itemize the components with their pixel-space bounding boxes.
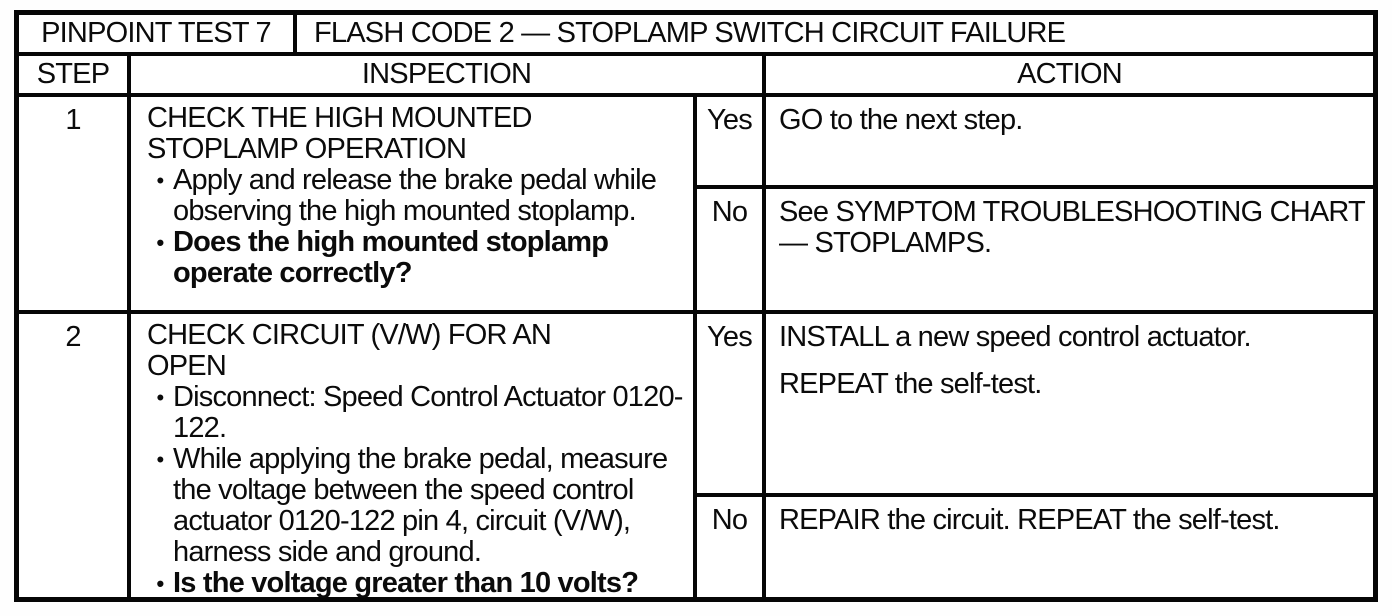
bullet-text: Disconnect: Speed Control Actuator 0120-…: [173, 381, 683, 444]
action-cell: GO to the next step.: [766, 97, 1373, 185]
answer-label: No: [697, 189, 766, 310]
inspection-heading: CHECK THE HIGH MOUNTED STOPLAMP OPERATIO…: [147, 102, 532, 165]
action-text: GO to the next step.: [779, 104, 1023, 136]
result-row-yes: Yes INSTALL a new speed control actuator…: [697, 314, 1373, 493]
inspection-heading: CHECK CIRCUIT (V/W) FOR AN OPEN: [147, 319, 552, 382]
inspection-bullet: • Disconnect: Speed Control Actuator 012…: [147, 382, 685, 444]
results-group: Yes INSTALL a new speed control actuator…: [697, 314, 1373, 599]
column-header-inspection: INSPECTION: [131, 56, 766, 93]
bullet-icon: •: [156, 230, 165, 255]
column-header-step: STEP: [19, 56, 131, 93]
bullet-icon: •: [156, 168, 165, 193]
inspection-question-bullet: • Is the voltage greater than 10 volts?: [147, 568, 685, 599]
pinpoint-test-table: PINPOINT TEST 7 FLASH CODE 2 — STOPLAMP …: [14, 10, 1378, 602]
action-text: INSTALL a new speed control actuator.: [779, 321, 1252, 353]
action-text: REPAIR the circuit. REPEAT the self-test…: [779, 504, 1280, 536]
action-text: See SYMPTOM TROUBLESHOOTING CHART — STOP…: [779, 196, 1365, 259]
answer-label: Yes: [697, 314, 766, 493]
bullet-icon: •: [156, 447, 165, 472]
bullet-icon: •: [156, 385, 165, 410]
step-row-2: 2 CHECK CIRCUIT (V/W) FOR AN OPEN • Disc…: [19, 310, 1373, 599]
bullet-text: Is the voltage greater than 10 volts?: [173, 567, 639, 599]
result-row-no: No REPAIR the circuit. REPEAT the self-t…: [697, 493, 1373, 599]
inspection-question-bullet: • Does the high mounted stoplamp operate…: [147, 227, 685, 289]
bullet-text: Does the high mounted stoplamp operate c…: [173, 226, 609, 289]
answer-label: Yes: [697, 97, 766, 185]
bullet-text: Apply and release the brake pedal while …: [173, 164, 657, 227]
inspection-cell: CHECK CIRCUIT (V/W) FOR AN OPEN • Discon…: [131, 314, 697, 599]
table-title-row: PINPOINT TEST 7 FLASH CODE 2 — STOPLAMP …: [19, 15, 1373, 52]
result-row-no: No See SYMPTOM TROUBLESHOOTING CHART — S…: [697, 185, 1373, 310]
result-row-yes: Yes GO to the next step.: [697, 97, 1373, 185]
inspection-bullet: • Apply and release the brake pedal whil…: [147, 165, 685, 227]
bullet-icon: •: [156, 571, 165, 596]
step-number: 1: [19, 97, 131, 310]
answer-label: No: [697, 497, 766, 599]
flash-code-title: FLASH CODE 2 — STOPLAMP SWITCH CIRCUIT F…: [314, 17, 1066, 49]
step-row-1: 1 CHECK THE HIGH MOUNTED STOPLAMP OPERAT…: [19, 93, 1373, 310]
action-text: REPEAT the self-test.: [779, 368, 1042, 400]
bullet-text: While applying the brake pedal, measure …: [173, 443, 668, 568]
column-header-row: STEP INSPECTION ACTION: [19, 52, 1373, 93]
column-header-action: ACTION: [1017, 58, 1123, 90]
step-number: 2: [19, 314, 131, 599]
action-cell: REPAIR the circuit. REPEAT the self-test…: [766, 497, 1373, 599]
results-group: Yes GO to the next step. No See SYMPTOM …: [697, 97, 1373, 310]
pinpoint-test-label: PINPOINT TEST 7: [19, 15, 297, 52]
inspection-cell: CHECK THE HIGH MOUNTED STOPLAMP OPERATIO…: [131, 97, 697, 310]
inspection-bullet: • While applying the brake pedal, measur…: [147, 444, 685, 568]
action-cell: INSTALL a new speed control actuator. RE…: [766, 314, 1373, 493]
action-cell: See SYMPTOM TROUBLESHOOTING CHART — STOP…: [766, 189, 1373, 310]
